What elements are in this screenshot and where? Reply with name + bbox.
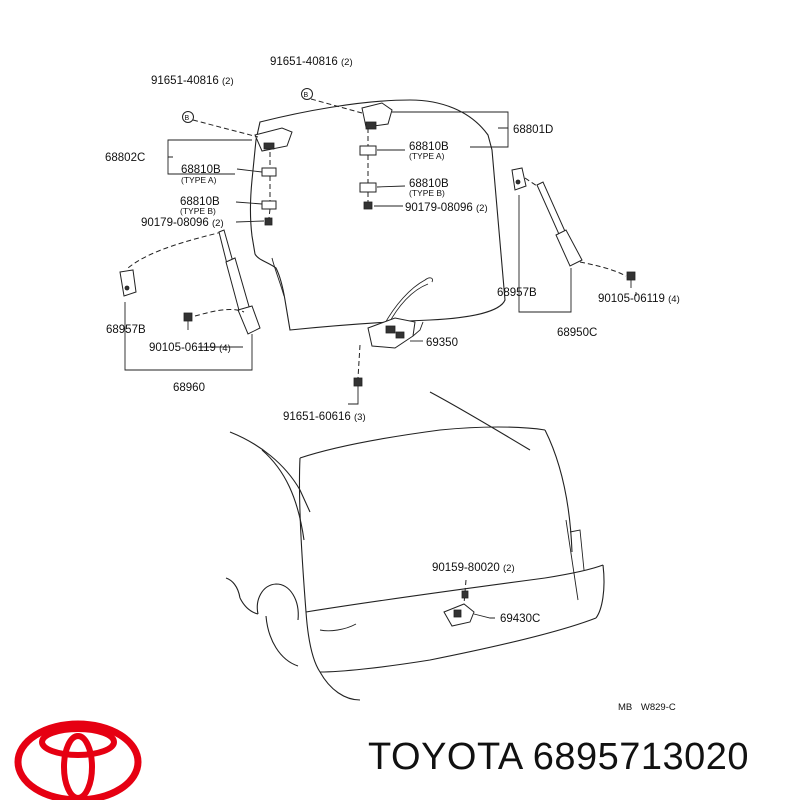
label-shim-right-b-type: (TYPE B) — [409, 188, 445, 198]
stay-brackets — [124, 195, 637, 371]
top-screws: B B — [182, 88, 313, 123]
top-leaders — [192, 98, 369, 219]
part-labels: 91651-40816 (2) 91651-40816 (2) 68801D 6… — [105, 56, 680, 713]
part-number: 6895713020 — [532, 736, 750, 778]
label-stay-bracket-right: 68957B — [497, 287, 537, 299]
left-gas-stay — [119, 229, 261, 335]
label-stay-bracket-left: 68957B — [106, 324, 146, 336]
hinge-brackets — [167, 111, 509, 223]
label-stay-assy-left: 68960 — [173, 382, 205, 394]
right-gas-stay — [511, 167, 636, 288]
label-shim-right-a-type: (TYPE A) — [409, 151, 445, 161]
car-body-illustration — [225, 391, 605, 701]
label-shim-left-a-type: (TYPE A) — [181, 175, 217, 185]
brand-name: TOYOTA — [368, 736, 522, 778]
label-screw-top-left: 91651-40816 (2) — [151, 75, 234, 87]
label-shim-left-b-type: (TYPE B) — [180, 206, 216, 216]
right-hinge — [359, 102, 393, 210]
label-shim-right-a: 68810B — [409, 141, 449, 153]
toyota-logo-icon — [14, 720, 142, 804]
label-stay-assy-right: 68950C — [557, 327, 597, 339]
label-lock: 69350 — [426, 337, 458, 349]
brand-part-number: TOYOTA 6895713020 — [368, 736, 749, 779]
label-shim-left-a: 68810B — [181, 164, 221, 176]
label-shim-right-b: 68810B — [409, 178, 449, 190]
left-hinge — [254, 127, 293, 226]
label-nut-left: 90179-08096 (2) — [141, 217, 224, 229]
lock-assembly — [348, 277, 433, 405]
ref-code: MB W829-C — [618, 702, 676, 713]
svg-text:B: B — [185, 115, 190, 122]
label-hinge-right: 68801D — [513, 124, 553, 136]
label-hinge-left: 68802C — [105, 152, 145, 164]
label-screw-top-mid: 91651-40816 (2) — [270, 56, 353, 68]
svg-text:B: B — [304, 92, 309, 99]
label-shim-left-b: 68810B — [180, 196, 220, 208]
label-screw-lock: 91651-60616 (3) — [283, 411, 366, 423]
label-striker-screw: 90159-80020 (2) — [432, 562, 515, 574]
label-bolt-right: 90105-06119 (4) — [598, 293, 680, 305]
label-nut-right: 90179-08096 (2) — [405, 202, 488, 214]
label-striker: 69430C — [500, 613, 540, 625]
label-bolt-left: 90105-06119 (4) — [149, 342, 231, 354]
striker — [443, 579, 495, 627]
